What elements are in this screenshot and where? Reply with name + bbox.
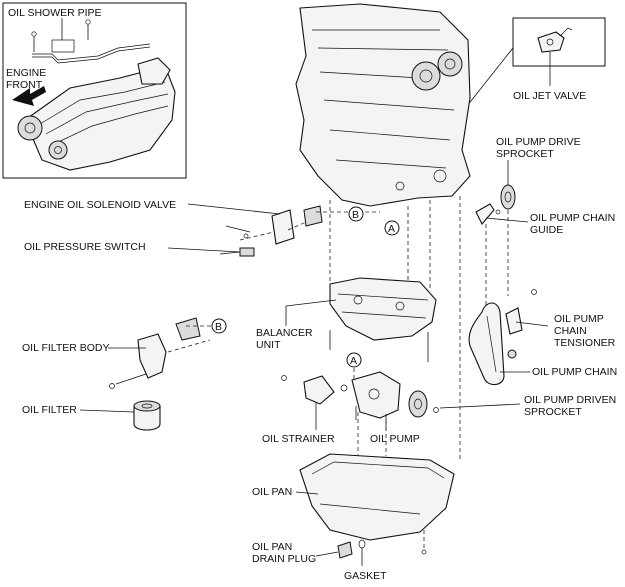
oil-strainer: OIL STRAINER	[262, 375, 335, 445]
marker-a-lower: A	[346, 352, 362, 368]
oil-pump-chain-guide-label-1: OIL PUMP CHAIN	[530, 212, 615, 224]
oil-pan-label: OIL PAN	[252, 486, 292, 498]
marker-b-lower-letter: B	[215, 321, 222, 333]
oil-pressure-switch: OIL PRESSURE SWITCH	[24, 241, 255, 257]
oil-filter-body: OIL FILTER BODY	[22, 317, 201, 389]
inset-panel: OIL SHOWER PIPE ENGINE FRONT	[2, 2, 187, 179]
oil-pan-drain-plug: OIL PAN DRAIN PLUG GASKET	[252, 539, 427, 582]
gasket-label: GASKET	[344, 570, 387, 582]
oil-pump-driven-sprocket: OIL PUMP DRIVEN SPROCKET	[408, 390, 616, 418]
oil-pump-drive-sprocket-label-1: OIL PUMP DRIVE	[496, 136, 581, 148]
balancer-unit: BALANCER UNIT	[256, 277, 437, 362]
marker-b-lower: B	[211, 318, 227, 334]
oil-jet-valve-label: OIL JET VALVE	[513, 90, 586, 102]
cylinder-block	[295, 3, 471, 207]
marker-b-upper-letter: B	[352, 209, 359, 221]
oil-filter: OIL FILTER	[22, 400, 161, 431]
oil-pressure-switch-label: OIL PRESSURE SWITCH	[24, 241, 146, 253]
marker-a-lower-letter: A	[350, 355, 357, 367]
engine-oil-solenoid-valve: ENGINE OIL SOLENOID VALVE	[24, 199, 323, 245]
oil-pump-label: OIL PUMP	[370, 433, 420, 445]
oil-pump-chain-tensioner: OIL PUMP CHAIN TENSIONER	[505, 289, 616, 359]
alignment-lines	[167, 196, 509, 550]
oil-pump-chain-guide: OIL PUMP CHAIN GUIDE	[475, 203, 615, 236]
oil-pump-chain-tensioner-label-2: CHAIN	[554, 325, 587, 337]
inset-oil-shower-pipe-label: OIL SHOWER PIPE	[8, 7, 102, 19]
oil-strainer-label: OIL STRAINER	[262, 433, 335, 445]
oil-pump-chain-tensioner-label-3: TENSIONER	[554, 337, 616, 349]
oil-pan-drain-plug-label-2: DRAIN PLUG	[252, 553, 316, 565]
oil-filter-label: OIL FILTER	[22, 404, 77, 416]
oil-pan-drain-plug-label-1: OIL PAN	[252, 541, 292, 553]
oil-pump-chain-label: OIL PUMP CHAIN	[532, 366, 617, 378]
inset-engine-front-label-1: ENGINE	[6, 67, 46, 79]
marker-a-upper: A	[384, 220, 400, 236]
engine-oil-solenoid-valve-label: ENGINE OIL SOLENOID VALVE	[24, 199, 176, 211]
oil-pump-drive-sprocket: OIL PUMP DRIVE SPROCKET	[496, 136, 581, 210]
balancer-unit-label-1: BALANCER	[256, 327, 313, 339]
engine-front-arrow-icon	[12, 86, 46, 106]
oil-pump-driven-sprocket-label-2: SPROCKET	[524, 406, 582, 418]
marker-a-upper-letter: A	[388, 223, 395, 235]
oil-pump-drive-sprocket-label-2: SPROCKET	[496, 148, 554, 160]
oil-pump-chain-tensioner-label-1: OIL PUMP	[554, 313, 604, 325]
oil-pump-driven-sprocket-label-1: OIL PUMP DRIVEN	[524, 394, 616, 406]
balancer-unit-label-2: UNIT	[256, 339, 281, 351]
oil-pump: OIL PUMP	[340, 371, 420, 445]
marker-b-upper: B	[348, 206, 364, 222]
oil-filter-body-label: OIL FILTER BODY	[22, 342, 110, 354]
oil-pan: OIL PAN	[252, 453, 455, 541]
oil-pump-chain-guide-label-2: GUIDE	[530, 224, 563, 236]
oil-pump-chain: OIL PUMP CHAIN	[468, 302, 617, 386]
inset-engine-front-label-2: FRONT	[6, 79, 43, 91]
